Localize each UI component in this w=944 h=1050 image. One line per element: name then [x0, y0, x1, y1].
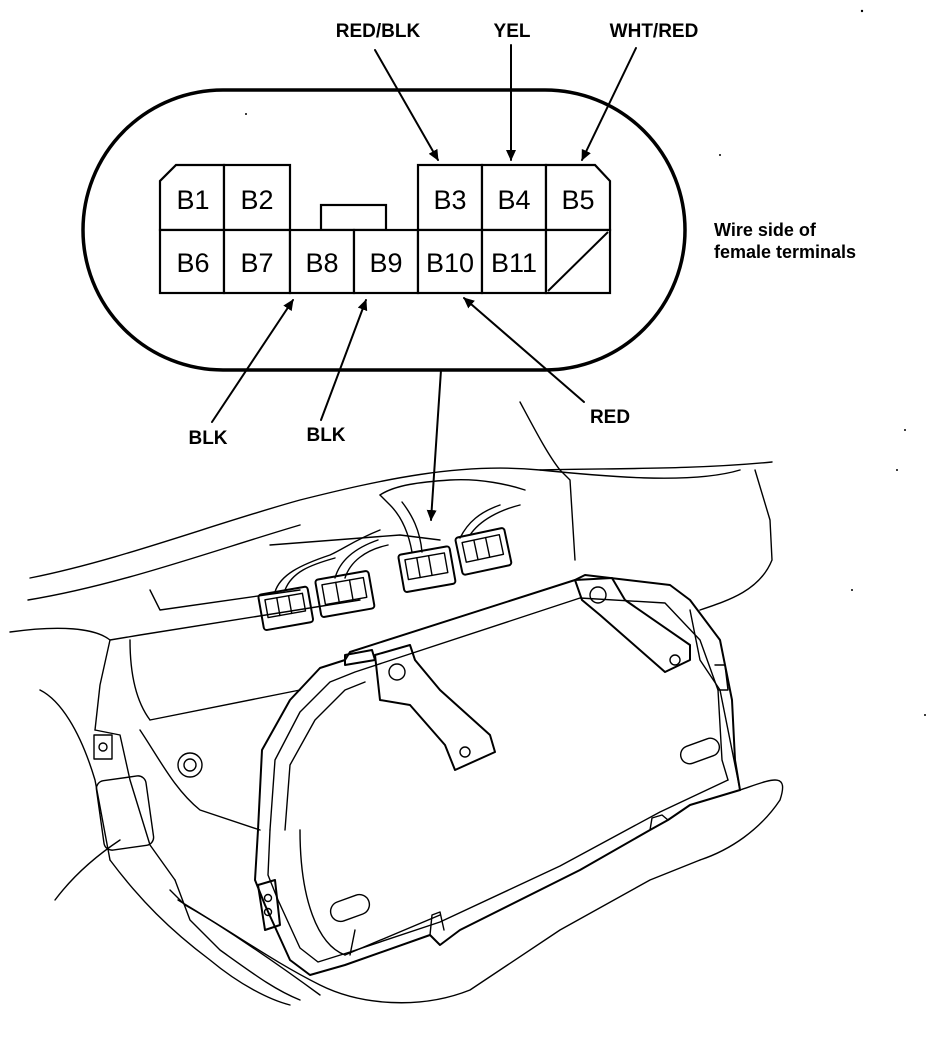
- pin-label-b3: B3: [433, 185, 466, 215]
- pin-grid: [158, 163, 612, 295]
- harness-connectors: [257, 527, 513, 631]
- pin-cell-b7: [222, 228, 292, 295]
- pin-label-b5: B5: [561, 185, 594, 215]
- dashboard-illustration: [9, 401, 784, 1006]
- pin-label-b10: B10: [426, 248, 474, 278]
- arrow-wht-red: [581, 47, 637, 161]
- wire-label-blk-b8: BLK: [188, 428, 227, 449]
- pin-label-b7: B7: [240, 248, 273, 278]
- wire-label-red-blk: RED/BLK: [336, 21, 421, 42]
- arrow-to-harness: [426, 369, 442, 521]
- wire-label-red: RED: [590, 407, 630, 428]
- wire-label-yel: YEL: [494, 21, 531, 42]
- pin-label-b8: B8: [305, 248, 338, 278]
- pin-cell-b4: [480, 163, 548, 232]
- pin-cell-b2: [222, 163, 292, 232]
- pin-label-b4: B4: [497, 185, 530, 215]
- note-line-1: Wire side of: [714, 220, 817, 240]
- pin-cell-b8: [288, 228, 356, 295]
- arrow-red-blk: [374, 49, 439, 161]
- pin-cell-b11: [480, 228, 548, 295]
- pin-label-b1: B1: [176, 185, 209, 215]
- connector-outline: [81, 88, 687, 372]
- pin-cell-b5: [544, 163, 612, 232]
- pin-label-b11: B11: [491, 248, 537, 278]
- wire-label-blk-b9: BLK: [306, 425, 345, 446]
- wire-labels: RED/BLK YEL WHT/RED BLK BLK RED: [188, 21, 698, 449]
- arrow-blk-b9: [320, 299, 368, 421]
- pin-cell-b6: [158, 228, 226, 295]
- scan-specks: [245, 9, 926, 716]
- note-line-2: female terminals: [714, 242, 856, 262]
- arrow-blk-b8: [211, 299, 294, 423]
- pin-cell-b9: [352, 228, 420, 295]
- pin-label-b9: B9: [369, 248, 402, 278]
- pin-label-b6: B6: [176, 248, 209, 278]
- connector-latch: [319, 203, 388, 232]
- wire-label-wht-red: WHT/RED: [610, 21, 699, 42]
- pin-label-b2: B2: [240, 185, 273, 215]
- arrow-red: [463, 297, 585, 403]
- leader-arrows: [211, 44, 637, 521]
- pin-labels: B1 B2 B3 B4 B5 B6 B7 B8 B9 B10 B11: [176, 185, 594, 278]
- empty-cell-slash: [547, 231, 609, 292]
